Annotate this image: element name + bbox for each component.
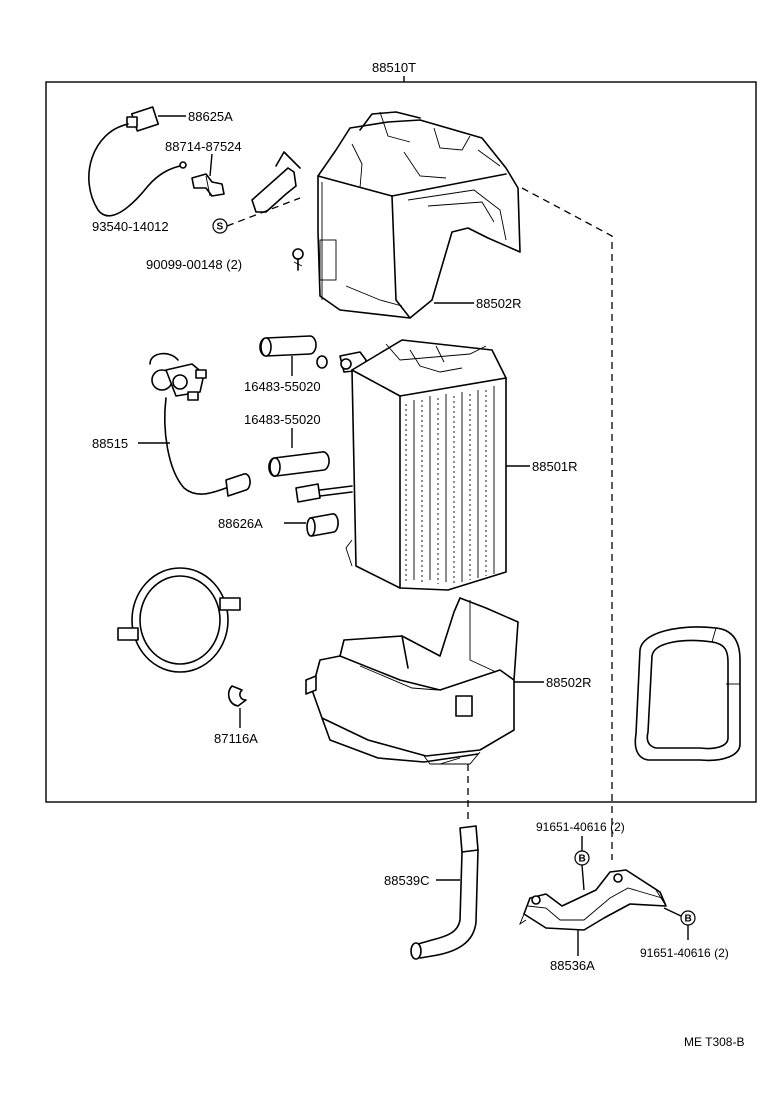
label-91651-upper: 91651-40616 (2)	[536, 820, 625, 834]
label-88714: 88714-87524	[165, 139, 242, 154]
tube-16483-upper	[259, 335, 317, 357]
clip-87116a	[227, 685, 247, 707]
label-88625a: 88625A	[188, 109, 233, 124]
drain-hose-88539c	[410, 825, 479, 960]
lower-case-88502r	[305, 597, 519, 765]
label-90099: 90099-00148 (2)	[146, 257, 242, 272]
clip-88714-87524	[191, 173, 225, 197]
label-87116a: 87116A	[214, 731, 258, 746]
bracket-88536a	[519, 869, 667, 931]
fitting-upper	[339, 351, 367, 373]
symbol-b-lower: B	[685, 914, 692, 925]
leader-93540	[226, 197, 301, 227]
label-88501r: 88501R	[532, 459, 578, 474]
seal-gasket	[634, 626, 741, 762]
symbol-b-upper: B	[579, 854, 586, 865]
retaining-band	[117, 567, 241, 673]
label-93540: 93540-14012	[92, 219, 169, 234]
label-88502r-bottom: 88502R	[546, 675, 592, 690]
evaporator-88501r	[345, 339, 507, 591]
footer-code: ME T308-B	[684, 1035, 744, 1049]
sensor-bracket	[251, 151, 301, 213]
leader-91651-upper-b	[581, 864, 585, 891]
tube-16483-lower	[268, 451, 330, 477]
assembly-frame	[45, 81, 757, 803]
label-88539c: 88539C	[384, 873, 430, 888]
label-88626a: 88626A	[218, 516, 263, 531]
label-16483-upper: 16483-55020	[244, 379, 321, 394]
label-16483-lower: 16483-55020	[244, 412, 321, 427]
leader-91651-lower	[663, 907, 682, 917]
fitting-lower	[295, 483, 353, 503]
hose-88626a	[306, 513, 339, 537]
assembly-label: 88510T	[372, 60, 416, 75]
symbol-s: S	[217, 222, 224, 233]
upper-case-88502r	[317, 111, 521, 319]
leader-88714	[209, 153, 213, 177]
assembly-dashed-line	[521, 187, 613, 860]
thermistor-88625a	[88, 106, 187, 217]
label-88502r-top: 88502R	[476, 296, 522, 311]
label-91651-lower: 91651-40616 (2)	[640, 946, 729, 960]
clip-90099	[292, 248, 304, 271]
o-ring	[316, 355, 328, 369]
label-88515: 88515	[92, 436, 128, 451]
expansion-valve-88515	[149, 352, 251, 497]
label-88536a: 88536A	[550, 958, 595, 973]
